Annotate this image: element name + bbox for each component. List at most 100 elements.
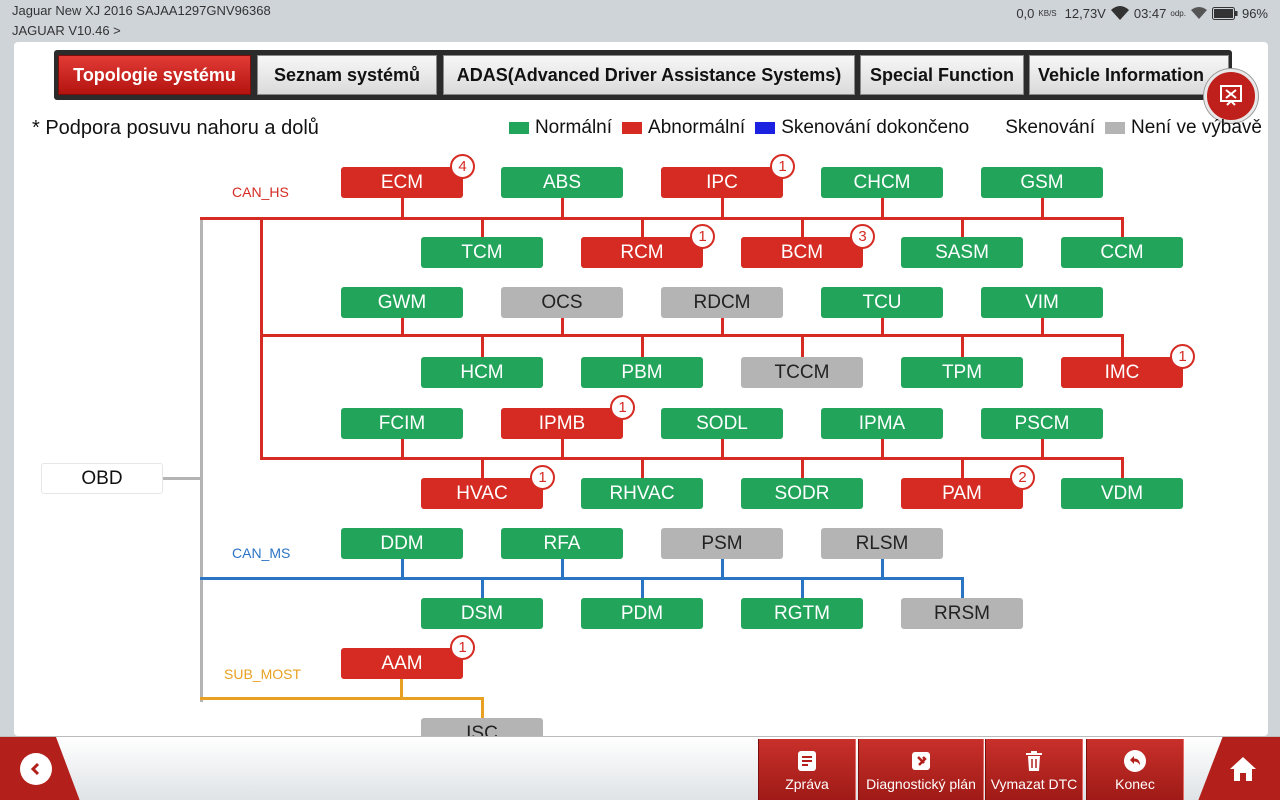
- obd-root: OBD: [41, 463, 163, 494]
- module-pscm[interactable]: PSCM: [981, 408, 1103, 439]
- obd-connector-line: [162, 477, 202, 480]
- can-hs-bus-line: [200, 217, 1124, 220]
- module-label: DDM: [380, 532, 424, 554]
- module-link-line: [961, 218, 964, 238]
- module-psm[interactable]: PSM: [661, 528, 783, 559]
- module-label: SODL: [696, 412, 748, 434]
- tab-system-list[interactable]: Seznam systémů: [257, 55, 437, 95]
- diagnostic-plan-button[interactable]: Diagnostický plán: [858, 739, 984, 800]
- module-abs[interactable]: ABS: [501, 167, 623, 198]
- exit-button[interactable]: Konec: [1086, 739, 1184, 800]
- can-hs-bus-line: [260, 457, 1124, 460]
- module-link-line: [481, 218, 484, 238]
- fault-count-badge: 1: [770, 154, 795, 179]
- vci-wifi-icon: [1110, 5, 1130, 21]
- tab-system-topology[interactable]: Topologie systému: [58, 55, 251, 95]
- module-link-line: [721, 198, 724, 218]
- module-sodr[interactable]: SODR: [741, 478, 863, 509]
- main-panel: Topologie systému Seznam systémů ADAS(Ad…: [14, 42, 1268, 736]
- module-ccm[interactable]: CCM: [1061, 237, 1183, 268]
- clear-dtc-button[interactable]: Vymazat DTC: [985, 739, 1083, 800]
- module-gsm[interactable]: GSM: [981, 167, 1103, 198]
- module-vim[interactable]: VIM: [981, 287, 1103, 318]
- module-label: IPC: [706, 171, 738, 193]
- module-label: TPM: [941, 361, 983, 383]
- legend-scanning: Skenování: [979, 117, 1095, 139]
- report-button[interactable]: Zpráva: [758, 739, 856, 800]
- back-button[interactable]: [0, 737, 80, 800]
- module-rlsm[interactable]: RLSM: [821, 528, 943, 559]
- tab-adas[interactable]: ADAS(Advanced Driver Assistance Systems): [443, 55, 855, 95]
- module-link-line: [721, 559, 724, 577]
- module-link-line: [400, 679, 403, 697]
- software-version[interactable]: JAGUAR V10.46 >: [12, 23, 121, 38]
- module-chcm[interactable]: CHCM: [821, 167, 943, 198]
- can-hs-branch-line: [260, 217, 263, 460]
- module-fcim[interactable]: FCIM: [341, 408, 463, 439]
- module-gwm[interactable]: GWM: [341, 287, 463, 318]
- module-link-line: [801, 578, 804, 598]
- module-label: ISC: [466, 722, 498, 737]
- module-link-line: [401, 559, 404, 577]
- clock-suffix: odp.: [1170, 8, 1186, 18]
- fault-count-badge: 2: [1010, 465, 1035, 490]
- module-tcm[interactable]: TCM: [421, 237, 543, 268]
- module-rdcm[interactable]: RDCM: [661, 287, 783, 318]
- module-label: TCM: [461, 241, 503, 263]
- module-label: ECM: [380, 171, 424, 193]
- module-vdm[interactable]: VDM: [1061, 478, 1183, 509]
- module-tpm[interactable]: TPM: [901, 357, 1023, 388]
- module-pam[interactable]: PAM 2: [901, 465, 1035, 509]
- module-label: PBM: [621, 361, 663, 383]
- module-sodl[interactable]: SODL: [661, 408, 783, 439]
- module-isc[interactable]: ISC: [421, 718, 543, 736]
- module-label: DSM: [460, 602, 504, 624]
- module-label: VDM: [1100, 482, 1144, 504]
- module-link-line: [1121, 217, 1124, 237]
- module-label: ABS: [542, 171, 582, 193]
- status-legend: Normální Abnormální Skenování dokončeno …: [499, 117, 1262, 139]
- module-label: PAM: [942, 482, 982, 504]
- module-sasm[interactable]: SASM: [901, 237, 1023, 268]
- bus-label-sub-most: SUB_MOST: [224, 666, 302, 682]
- battery-level: 96%: [1241, 5, 1268, 21]
- legend-normal: Normální: [508, 117, 612, 139]
- module-ddm[interactable]: DDM: [341, 528, 463, 559]
- module-link-line: [561, 318, 564, 335]
- legend-swatch: [755, 122, 776, 134]
- module-link-line: [481, 578, 484, 598]
- module-pbm[interactable]: PBM: [581, 357, 703, 388]
- module-label: AAM: [381, 652, 423, 674]
- module-ocs[interactable]: OCS: [501, 287, 623, 318]
- module-ipma[interactable]: IPMA: [821, 408, 943, 439]
- module-rfa[interactable]: RFA: [501, 528, 623, 559]
- module-rgtm[interactable]: RGTM: [741, 598, 863, 629]
- module-tccm[interactable]: TCCM: [741, 357, 863, 388]
- module-link-line: [721, 439, 724, 457]
- module-dsm[interactable]: DSM: [421, 598, 543, 629]
- close-topology-button[interactable]: [1204, 69, 1258, 123]
- module-ipc[interactable]: IPC 1: [661, 154, 795, 198]
- home-button[interactable]: [1198, 737, 1280, 800]
- tab-special-function[interactable]: Special Function: [860, 55, 1024, 95]
- module-tcu[interactable]: TCU: [821, 287, 943, 318]
- module-label: TCU: [862, 291, 902, 313]
- module-link-line: [1041, 198, 1044, 218]
- module-label: SASM: [935, 241, 989, 263]
- module-link-line: [481, 697, 484, 718]
- module-pdm[interactable]: PDM: [581, 598, 703, 629]
- module-rrsm[interactable]: RRSM: [901, 598, 1023, 629]
- module-label: IMC: [1104, 361, 1140, 383]
- wifi-icon: [1190, 6, 1208, 20]
- module-link-line: [401, 318, 404, 335]
- tab-vehicle-information[interactable]: Vehicle Information: [1029, 55, 1229, 95]
- module-rhvac[interactable]: RHVAC: [581, 478, 703, 509]
- module-hcm[interactable]: HCM: [421, 357, 543, 388]
